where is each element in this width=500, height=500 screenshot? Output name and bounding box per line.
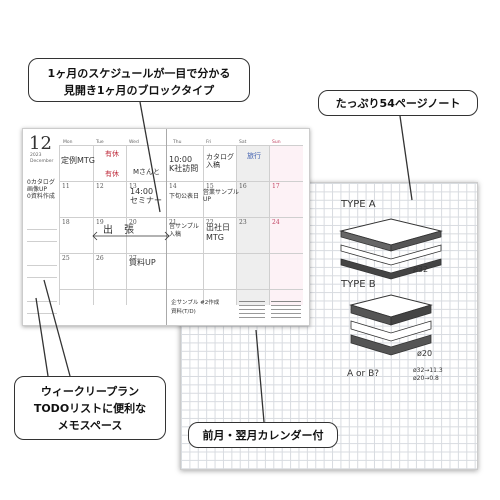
day-number: 27: [129, 255, 137, 262]
grid-line: [59, 253, 303, 254]
day-number: 15: [206, 183, 214, 190]
entry-catalog: カタログ 入稿: [206, 153, 234, 169]
day-number: 13: [129, 183, 137, 190]
entry-office-day: 出社日 MTG: [206, 223, 230, 242]
type-b-label: TYPE B: [341, 279, 376, 290]
grid-line: [126, 145, 127, 305]
entry-holiday-1: 有休: [105, 150, 119, 158]
weekday-thu: Thu: [173, 140, 182, 145]
type-a-dimension: ø32: [413, 265, 429, 274]
entry-visit: 10:00 K社訪問: [169, 155, 199, 173]
month-name: December: [30, 159, 54, 164]
day-number: 24: [272, 219, 280, 226]
memo-line: [27, 313, 57, 314]
type-a-sketch: [339, 218, 443, 280]
weekday-wed: Wed: [129, 140, 139, 145]
callout-mini-calendar: 前月・翌月カレンダー付: [188, 422, 338, 448]
memo-line: [27, 277, 57, 278]
planner-fold: [166, 129, 167, 325]
entry-business-trip: 出 張: [103, 225, 139, 236]
monthly-planner: 12 2023 December Mon Tue Wed Thu Fri Sat…: [22, 128, 310, 326]
grid-line: [59, 145, 303, 146]
weekday-sat: Sat: [239, 140, 247, 145]
memo-line: [27, 241, 57, 242]
day-number: 17: [272, 183, 280, 190]
entry-sample: 営業サンプル UP: [203, 189, 239, 203]
weekday-sun: Sun: [272, 140, 281, 145]
day-number: 26: [96, 255, 104, 262]
memo-line: [27, 301, 57, 302]
mini-calendars: [239, 301, 301, 318]
entry-seminar: 14:00 セミナー: [130, 187, 162, 205]
day-number: 16: [239, 183, 247, 190]
trip-arrow: [92, 231, 170, 241]
entry-meeting: 定例MTG: [61, 156, 95, 165]
grid-line: [93, 145, 94, 305]
entry-thu-2: 下旬公表日: [169, 193, 200, 200]
memo-area-text: 企サンプル #2作成 資料(T/D): [171, 300, 220, 315]
memo-line: [27, 265, 57, 266]
entry-holiday-2: 有休: [105, 170, 119, 178]
memo-line: [27, 229, 57, 230]
entry-wed-1: Mさんと: [133, 168, 161, 176]
callout-memo-space: ウィークリープラン TODOリストに便利な メモスペース: [14, 376, 166, 440]
grid-line: [269, 145, 270, 305]
day-number: 18: [62, 219, 70, 226]
entry-material-up: 資料UP: [129, 258, 156, 267]
callout-block-type: 1ヶ月のスケジュールが一目で分かる 見開き1ヶ月のブロックタイプ: [28, 58, 250, 102]
weekday-fri: Fri: [206, 140, 212, 145]
day-number: 12: [96, 183, 104, 190]
callout-54-pages: たっぷり54ページノート: [318, 90, 478, 116]
day-number: 23: [239, 219, 247, 226]
month-number: 12: [29, 133, 52, 154]
day-number: 25: [62, 255, 70, 262]
entry-todo: 0カタログ 画像UP 0資料作成: [27, 179, 55, 200]
saturday-column: [237, 145, 269, 305]
entry-trip-leave: 旅行: [247, 152, 261, 160]
day-number: 21: [169, 219, 177, 226]
day-number: 22: [206, 219, 214, 226]
grid-line: [59, 217, 303, 218]
note-question: A or B?: [347, 369, 380, 379]
day-number: 19: [96, 219, 104, 226]
grid-line: [236, 145, 237, 305]
type-b-dimension: ø20: [417, 349, 433, 358]
type-a-label: TYPE A: [341, 199, 376, 210]
day-number: 11: [62, 183, 70, 190]
year-label: 2023: [30, 153, 42, 158]
day-number: 14: [169, 183, 177, 190]
type-b-sketch: [349, 294, 433, 356]
grid-line: [59, 181, 303, 182]
sunday-column: [270, 145, 303, 305]
day-number: 20: [129, 219, 137, 226]
grid-line: [203, 145, 204, 305]
grid-line: [59, 289, 303, 290]
entry-sample-submit: 営サンプル 入稿: [169, 223, 199, 238]
weekday-tue: Tue: [96, 140, 104, 145]
grid-line: [59, 145, 60, 305]
note-calc: ø32→11.3 ø20→0.8: [413, 367, 443, 382]
weekday-mon: Mon: [63, 140, 73, 145]
